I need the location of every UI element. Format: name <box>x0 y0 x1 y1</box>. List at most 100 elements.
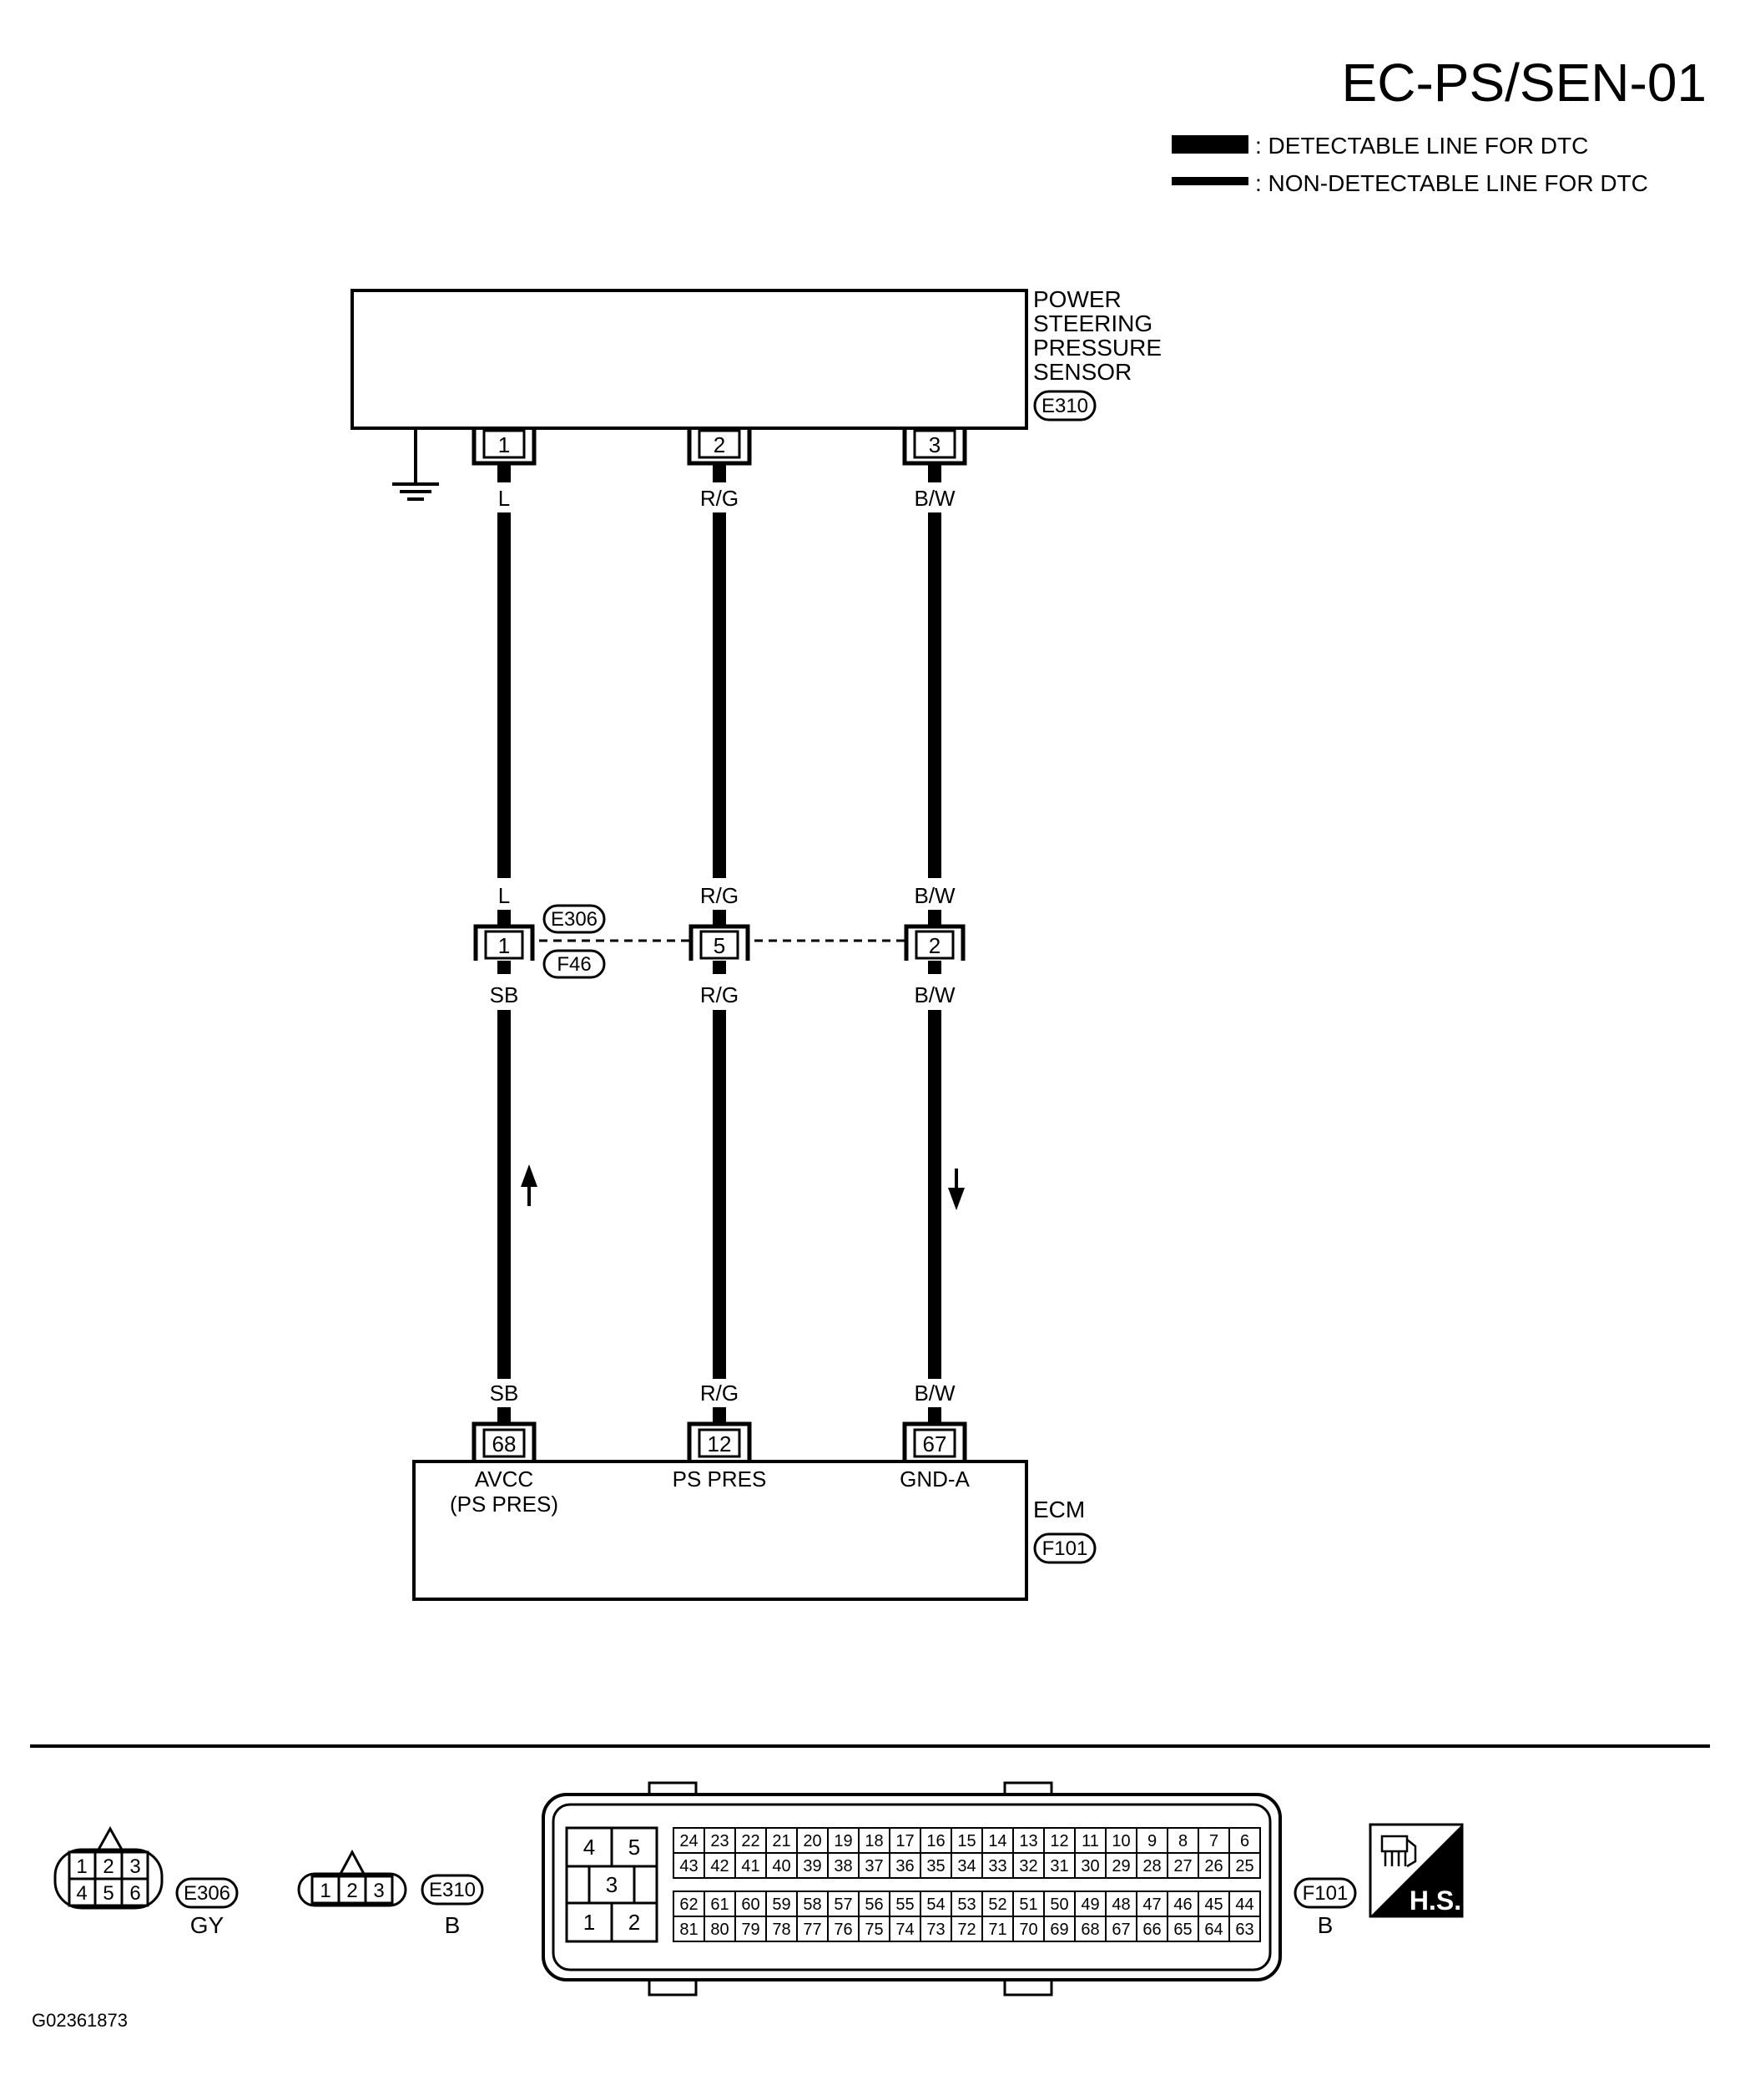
f101-pin: 18 <box>865 1832 883 1850</box>
junction-pin-1-label: 1 <box>498 933 510 958</box>
junction-connector-top-tag <box>542 904 606 934</box>
f101-pin: 64 <box>1204 1921 1223 1939</box>
junction-wire-3-stub-below <box>928 961 941 974</box>
f101-pin: 73 <box>926 1921 945 1939</box>
junction-wire-3-stub-above <box>928 910 941 926</box>
figure-id: G02361873 <box>32 2010 128 2031</box>
f101-pin: 71 <box>988 1921 1006 1939</box>
f101-pin: 34 <box>957 1857 976 1875</box>
f101-pin: 41 <box>741 1857 759 1875</box>
e306-pin-2: 2 <box>103 1855 113 1878</box>
f101-pin: 72 <box>957 1921 976 1939</box>
wire-1-lower <box>497 1010 511 1379</box>
sensor-name-line-2: STEERING <box>1033 310 1152 336</box>
f101-pin: 30 <box>1081 1857 1099 1875</box>
sensor-name-line-4: SENSOR <box>1033 359 1132 385</box>
e310-id: E310 <box>429 1879 476 1901</box>
f101-pin: 9 <box>1147 1832 1157 1850</box>
f101-pin: 23 <box>710 1832 729 1850</box>
e306-pin-4: 4 <box>76 1882 87 1905</box>
f101-pin: 19 <box>834 1832 852 1850</box>
f101-pin: 13 <box>1019 1832 1037 1850</box>
f101-pin: 54 <box>926 1896 945 1914</box>
f101-pin: 58 <box>803 1896 821 1914</box>
ecm-connector-tag <box>1033 1532 1097 1564</box>
f101-pin: 53 <box>957 1896 976 1914</box>
f101-pin: 6 <box>1240 1832 1249 1850</box>
f101-pin: 74 <box>895 1921 914 1939</box>
f101-pin: 11 <box>1082 1832 1099 1850</box>
harness-side-badge: H.S. <box>1369 1823 1464 1918</box>
f101-pin: 59 <box>772 1896 790 1914</box>
f101-pin: 42 <box>710 1857 729 1875</box>
wire-1-stub-bottom <box>497 1407 511 1426</box>
e310-pin-3: 3 <box>373 1880 384 1902</box>
arrow-down-icon <box>948 1169 965 1210</box>
junction-wire-1-stub-below <box>497 961 511 974</box>
f101-pin: 52 <box>988 1896 1006 1914</box>
f101-pin: 25 <box>1235 1857 1253 1875</box>
ecm-pin-68-label: 68 <box>492 1431 517 1456</box>
ecm-wire-1-color: SB <box>490 1381 519 1406</box>
f101-pin: 33 <box>988 1857 1006 1875</box>
f101-pin: 79 <box>741 1921 759 1939</box>
junction-wire-1-stub-above <box>497 910 511 926</box>
e306-pin-1: 1 <box>76 1855 87 1878</box>
wire-3-color-top: B/W <box>914 486 956 511</box>
f101-pin: 57 <box>834 1896 852 1914</box>
f101-pin: 50 <box>1050 1896 1068 1914</box>
f101-pin: 77 <box>803 1921 821 1939</box>
wire-1-color-top: L <box>498 486 510 511</box>
junction-pin-1: 1 <box>473 924 535 961</box>
sensor-name: POWER STEERING PRESSURE SENSOR <box>1033 286 1162 385</box>
f101-pin: 32 <box>1019 1857 1037 1875</box>
sensor-pin-1: 1 <box>472 428 537 466</box>
f101-pin: 49 <box>1081 1896 1099 1914</box>
e306-color: GY <box>190 1912 224 1938</box>
f101-big-pin-3: 3 <box>606 1872 618 1897</box>
f101-big-pin-4: 4 <box>583 1835 595 1860</box>
f101-pin: 51 <box>1019 1896 1037 1914</box>
connector-face-e310: 1 2 3 <box>297 1849 407 1907</box>
f101-pin: 61 <box>710 1896 729 1914</box>
f101-pin: 46 <box>1173 1896 1192 1914</box>
f101-pin-row <box>673 1827 1261 1854</box>
e306-pin-5: 5 <box>103 1882 113 1905</box>
f101-pin: 14 <box>988 1832 1006 1850</box>
junction-pin-3: 2 <box>904 924 966 961</box>
e310-id-tag <box>421 1874 484 1906</box>
f101-pin: 38 <box>834 1857 852 1875</box>
sensor-pin-3: 3 <box>902 428 967 466</box>
arrow-up-icon <box>521 1164 537 1206</box>
ecm-label: ECM <box>1033 1497 1085 1522</box>
f101-pin: 47 <box>1142 1896 1161 1914</box>
f101-pin: 63 <box>1235 1921 1253 1939</box>
f101-pin: 60 <box>741 1896 759 1914</box>
e310-pin-2: 2 <box>346 1880 357 1902</box>
f101-pin: 36 <box>895 1857 914 1875</box>
f101-big-pin-2: 2 <box>628 1910 640 1935</box>
sensor-name-line-3: PRESSURE <box>1033 335 1162 361</box>
legend-non-detectable-label: : NON-DETECTABLE LINE FOR DTC <box>1255 170 1648 196</box>
f101-pin: 40 <box>772 1857 790 1875</box>
f101-pin: 37 <box>865 1857 883 1875</box>
ecm-pin-67-label: 67 <box>923 1431 947 1456</box>
ecm-wire-2-color: R/G <box>700 1381 739 1406</box>
f101-pin: 15 <box>957 1832 976 1850</box>
junction-wire-3-color-below: B/W <box>914 982 956 1007</box>
wire-2-upper <box>713 512 726 878</box>
f101-pin: 78 <box>772 1921 790 1939</box>
ecm-pin-12: 12 <box>687 1421 752 1461</box>
f101-pin: 16 <box>926 1832 945 1850</box>
junction-connector-bottom-tag <box>542 949 606 979</box>
f101-pin: 8 <box>1178 1832 1188 1850</box>
ecm-connector-id: F101 <box>1042 1537 1088 1560</box>
sensor-pin-2-label: 2 <box>714 432 725 457</box>
e306-id-tag <box>175 1877 239 1909</box>
f101-pin: 12 <box>1050 1832 1068 1850</box>
sensor-connector-id: E310 <box>1041 395 1088 417</box>
junction-wire-2-stub-below <box>713 961 726 974</box>
e310-color: B <box>445 1912 461 1938</box>
junction-wire-2-color-below: R/G <box>700 982 739 1007</box>
f101-pin: 31 <box>1050 1857 1068 1875</box>
